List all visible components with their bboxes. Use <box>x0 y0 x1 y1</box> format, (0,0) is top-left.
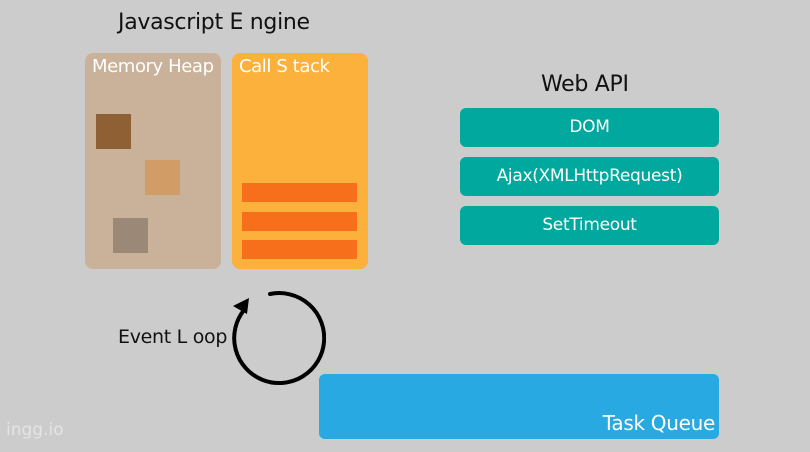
event-loop-cycle-icon <box>232 291 326 385</box>
heap-object-block <box>96 114 131 149</box>
call-stack-label: Call S tack <box>239 56 330 77</box>
javascript-engine-title: Javascript E ngine <box>118 10 310 35</box>
web-api-dom: DOM <box>460 108 719 147</box>
task-queue-label: Task Queue <box>602 411 716 435</box>
memory-heap-label: Memory Heap <box>92 56 214 77</box>
event-loop-label: Event L oop <box>118 326 228 348</box>
web-api-title: Web API <box>541 72 629 97</box>
stack-frame <box>242 240 357 259</box>
web-api-settimeout: SetTimeout <box>460 206 719 245</box>
heap-object-block <box>145 160 180 195</box>
stack-frame <box>242 212 357 231</box>
stack-frame <box>242 183 357 202</box>
memory-heap-panel: Memory Heap <box>85 53 221 269</box>
call-stack-panel: Call S tack <box>232 53 368 269</box>
task-queue: Task Queue <box>319 374 719 439</box>
watermark: ingg.io <box>6 420 64 440</box>
heap-object-block <box>113 218 148 253</box>
web-api-ajax: Ajax(XMLHttpRequest) <box>460 157 719 196</box>
